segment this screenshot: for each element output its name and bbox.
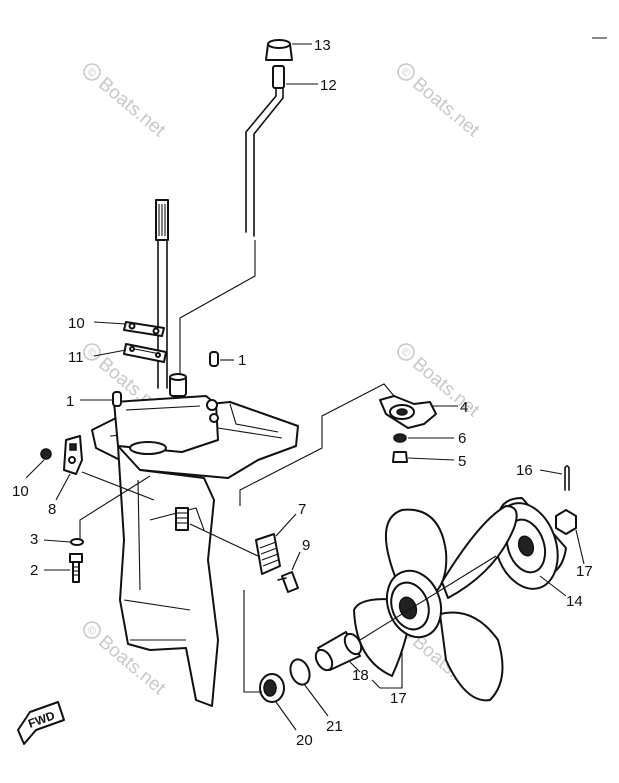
callout-6: 6 bbox=[458, 430, 466, 447]
shift-rod-connector bbox=[272, 65, 285, 89]
callout-18: 17 bbox=[390, 690, 407, 707]
propeller-blade-top bbox=[385, 508, 448, 593]
callout-20: 20 bbox=[296, 732, 313, 749]
propeller bbox=[353, 505, 518, 702]
part-2-bolt bbox=[69, 553, 83, 583]
callout-2: 2 bbox=[30, 562, 38, 579]
part-19-bushing bbox=[314, 631, 363, 672]
callout-1b: 1 bbox=[66, 393, 74, 410]
water-inlet-grille bbox=[175, 507, 189, 531]
part-12-gasket bbox=[123, 343, 167, 363]
part-20-cap bbox=[259, 673, 285, 703]
part-11-plate bbox=[123, 321, 165, 337]
casing-bolt bbox=[206, 399, 218, 411]
casing-upper-block bbox=[113, 395, 219, 453]
callout-4: 4 bbox=[460, 399, 468, 416]
callout-12: 11 bbox=[68, 349, 84, 366]
watermark-text: Boats.net bbox=[94, 73, 170, 141]
leader-lines bbox=[25, 43, 585, 731]
part-3-washer bbox=[70, 538, 84, 546]
part-10-nut bbox=[40, 448, 52, 460]
driveshaft bbox=[155, 199, 169, 389]
part-8-bracket bbox=[63, 435, 83, 475]
fwd-arrow-badge: FWD bbox=[17, 701, 65, 745]
copyright-icon bbox=[83, 621, 101, 639]
casing-body bbox=[117, 445, 219, 707]
callout-1a: 1 bbox=[238, 352, 246, 369]
callout-21: 21 bbox=[326, 718, 343, 735]
watermark-text: Boats.net bbox=[408, 73, 484, 141]
callout-14: 13 bbox=[314, 37, 331, 54]
callout-7: 7 bbox=[298, 501, 306, 518]
part-7-anode bbox=[255, 533, 281, 575]
callout-5: 5 bbox=[458, 453, 466, 470]
shift-rod-leader bbox=[179, 240, 256, 378]
casing-port bbox=[129, 441, 167, 455]
callout-19: 18 bbox=[352, 667, 369, 684]
copyright-icon bbox=[397, 63, 415, 81]
part-16-nut bbox=[555, 509, 577, 535]
callout-9: 9 bbox=[302, 537, 310, 554]
dowel-pin bbox=[112, 391, 122, 407]
callout-11: 10 bbox=[68, 315, 85, 332]
copyright-icon bbox=[397, 343, 415, 361]
shift-rod-upper-b bbox=[253, 87, 284, 237]
part-9-screw bbox=[277, 571, 299, 593]
shift-rod-upper bbox=[245, 87, 277, 233]
callout-8: 8 bbox=[48, 501, 56, 518]
propeller-blade-right bbox=[441, 505, 518, 599]
part-4-shift-lever bbox=[379, 395, 437, 429]
callout-3: 3 bbox=[30, 531, 38, 548]
shift-rod-assembly bbox=[179, 39, 293, 378]
copyright-icon bbox=[83, 343, 101, 361]
lower-casing bbox=[91, 373, 299, 707]
part-6-washer bbox=[393, 433, 407, 443]
callout-numbers: 13 12 10 11 1 1 4 6 5 16 10 8 7 9 3 2 17… bbox=[12, 37, 593, 749]
callout-10: 10 bbox=[12, 483, 29, 500]
shift-rod-knob-top bbox=[267, 39, 291, 49]
copyright-icon bbox=[83, 63, 101, 81]
propeller-blade-bottom bbox=[439, 611, 504, 702]
part-17-cotter-pin bbox=[564, 465, 570, 491]
callout-16: 17 bbox=[576, 563, 593, 580]
part-5-bolt bbox=[392, 451, 408, 463]
callout-15: 14 bbox=[566, 593, 583, 610]
corner-mark: — bbox=[592, 29, 607, 46]
dowel-pin bbox=[209, 351, 219, 367]
callout-17: 16 bbox=[516, 462, 533, 479]
part-21-o-ring bbox=[289, 658, 311, 686]
callout-13: 12 bbox=[320, 77, 337, 94]
